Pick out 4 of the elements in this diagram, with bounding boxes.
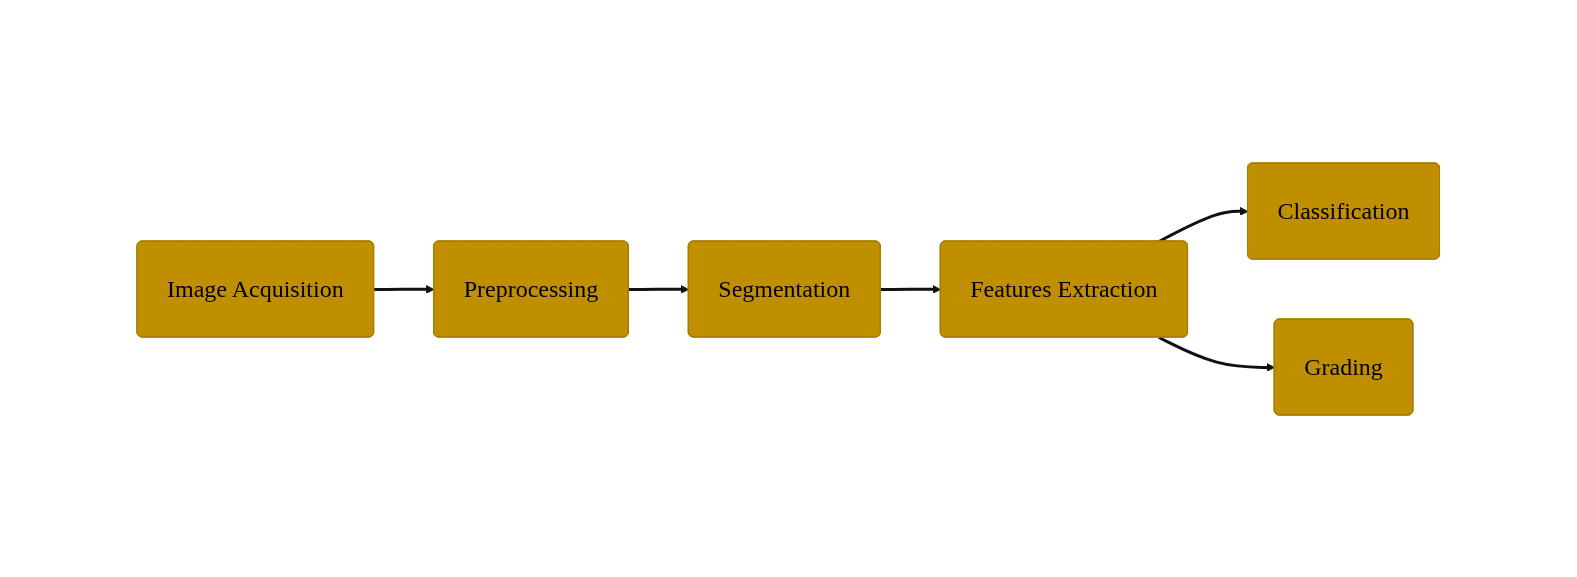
arrow bbox=[880, 284, 942, 294]
arrow bbox=[374, 284, 435, 294]
arrow bbox=[629, 284, 690, 294]
arrow bbox=[1158, 335, 1276, 372]
